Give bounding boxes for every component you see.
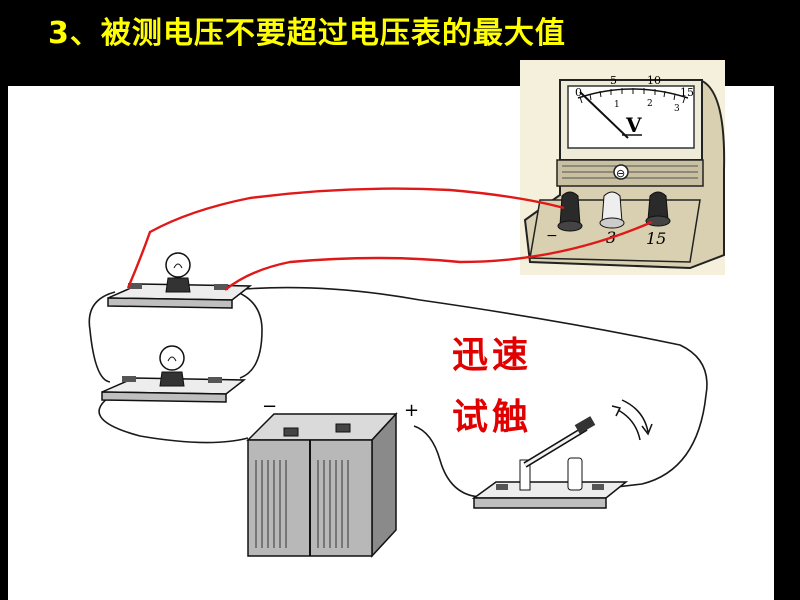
terminal-negative[interactable]: [557, 191, 583, 232]
lower-scale-label: 2: [647, 99, 653, 109]
terminal-15v[interactable]: [645, 191, 671, 227]
upper-scale-label: 10: [647, 74, 661, 87]
meter-wires: [126, 187, 653, 291]
motion-arrows-icon: [611, 399, 653, 441]
upper-scale-label: 15: [680, 86, 694, 99]
terminal-label-negative: −: [546, 228, 558, 244]
voltmeter: 0 5 10 15 1 2 3 V ⊖ − 3 15: [523, 74, 726, 270]
battery-negative-label: −: [262, 396, 277, 417]
annotation-quick: 迅速: [452, 334, 533, 376]
wire-right-loop: [231, 289, 263, 379]
lower-scale-label: 1: [614, 100, 620, 110]
red-wire-negative: [126, 187, 565, 289]
unit-symbol: V: [625, 113, 642, 137]
meter-needle: [579, 91, 629, 139]
bulb-2: [101, 345, 247, 403]
annotation-trial-touch: 试触: [452, 396, 533, 438]
wire-battery-pos-to-switch: [413, 425, 481, 498]
wire-to-switch: [231, 286, 708, 489]
meter-dial: [567, 85, 695, 149]
battery-positive-label: +: [404, 400, 419, 421]
upper-scale-label: 0: [575, 86, 582, 99]
bulb-1: [107, 252, 253, 309]
slide-title: 3、被测电压不要超过电压表的最大值: [48, 16, 566, 51]
battery: [246, 412, 398, 558]
terminal-3v[interactable]: [599, 191, 625, 229]
lower-scale-label: 3: [674, 104, 680, 114]
zero-adjust-icon: [613, 164, 629, 180]
red-wire-positive: [224, 220, 653, 291]
zero-adjust-symbol: ⊖: [616, 167, 625, 180]
switch[interactable]: [471, 416, 629, 509]
wire-to-battery-neg: [98, 397, 249, 444]
wire-left-loop: [88, 291, 116, 383]
circuit-wires: [88, 286, 708, 498]
switch-handle[interactable]: [574, 416, 596, 434]
upper-scale-label: 5: [610, 74, 617, 87]
terminal-label-15: 15: [646, 229, 666, 248]
